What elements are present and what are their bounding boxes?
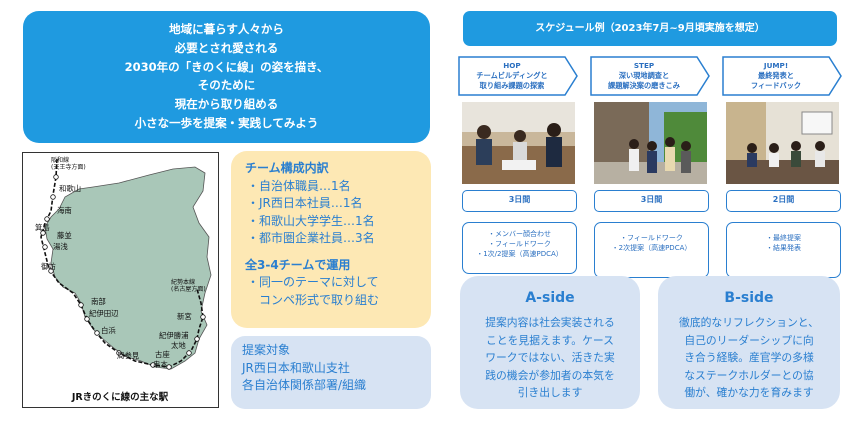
intro-line: 必要とされ愛される (174, 40, 279, 55)
phase-subtitle: チームビルディングと (476, 70, 548, 80)
intro-line: 地域に暮らす人々から (169, 22, 284, 36)
station-label: 和歌山 (59, 184, 82, 193)
a-side-panel: A-side 提案内容は社会実装される ことを見据えます。ケース ワークではない… (460, 276, 640, 409)
team-member-item: ・JR西日本社員…1名 (247, 196, 363, 210)
station-label: 新宮 (177, 312, 192, 321)
intro-line: 小さな一歩を提案・実践してみよう (134, 115, 319, 130)
proposal-target-panel: 提案対象 JR西日本和歌山支社 各自治体関係部署/組織 (231, 336, 431, 409)
jump-activities: ・最終提案 ・結果発表 (726, 222, 841, 278)
a-side-line: 践の機会が参加者の本気を (485, 368, 615, 382)
rail-line-north (196, 288, 204, 318)
map-graphic (40, 158, 212, 370)
phase-subtitle: 深い現地調査と (618, 70, 670, 80)
station-label: 紀伊勝浦 (159, 331, 189, 340)
b-side-panel: B-side 徹底的なリフレクションと、 自己のリーダーシップに向 き合う経験。… (658, 276, 840, 409)
intro-line: そのために (197, 78, 256, 93)
activity-item: ・最終提案 (766, 234, 801, 242)
station-label: 海南 (57, 206, 72, 215)
station-label: 太地 (171, 341, 186, 350)
station-label: 御坊 (41, 262, 56, 271)
a-side-line: 提案内容は社会実装される (485, 316, 615, 329)
station-label: 阪和線 (天王寺方面) (51, 157, 86, 171)
hop-duration: 3日間 (462, 190, 577, 212)
target-line: JR西日本和歌山支社 (242, 360, 350, 375)
phase-jump-arrow: JUMP! 最終発表と フィードバック (722, 56, 843, 96)
station-label: 周参見 (117, 351, 140, 360)
schedule-title: スケジュール例（2023年7月~9月頃実施を想定） (463, 11, 837, 46)
map-caption: JRきのくに線の主な駅 (71, 392, 169, 403)
step-activities: ・フィールドワーク ・2次提案（高速PDCA） (594, 222, 709, 278)
step-photo (594, 102, 707, 184)
activity-item: ・メンバー顔合わせ (488, 230, 551, 238)
activity-item: ・結果発表 (766, 244, 801, 252)
station-label: 箕島 (35, 223, 50, 232)
b-side-heading: B-side (724, 290, 774, 306)
phase-subtitle: フィードバック (750, 80, 802, 90)
a-side-line: ことを見据えます。ケース (486, 333, 614, 347)
hop-photo (462, 102, 575, 184)
a-side-heading: A-side (525, 290, 575, 306)
intro-line: 2030年の「きのくに線」の姿を描き、 (124, 59, 329, 74)
b-side-line: なステークホルダーとの協 (684, 368, 814, 382)
step-duration: 3日間 (594, 190, 709, 212)
team-heading: チーム構成内訳 (245, 161, 329, 175)
station-label: 南部 (91, 297, 106, 306)
intro-line: 現在から取り組める (174, 97, 279, 112)
activity-item: ・フィールドワーク (620, 234, 683, 242)
phase-subtitle: 取り組み課題の探索 (479, 80, 545, 90)
b-side-line: き合う経験。産官学の多様 (684, 351, 814, 364)
phase-step-arrow: STEP 深い現地調査と 課題解決案の磨きこみ (590, 56, 711, 96)
b-side-line: 働が、確かな力を育みます (684, 386, 814, 399)
phase-hop-arrow: HOP チームビルディングと 取り組み課題の探索 (458, 56, 579, 96)
station-label: 串本 (153, 360, 168, 369)
activity-item: ・2次提案（高速PDCA） (611, 244, 692, 252)
station-label: 紀伊田辺 (89, 309, 119, 318)
phase-subtitle: 最終発表と (758, 70, 794, 80)
intro-panel: 地域に暮らす人々から 必要とされ愛される 2030年の「きのくに線」の姿を描き、… (23, 11, 430, 143)
team-composition-panel: チーム構成内訳 ・自治体職員…1名 ・JR西日本社員…1名 ・和歌山大学学生…1… (231, 151, 431, 328)
format-heading: 全3-4チームで運用 (245, 257, 351, 272)
jump-photo (726, 102, 839, 184)
activity-item: ・1次/2提案（高速PDCA） (476, 250, 563, 258)
station-label: 古座 (155, 350, 170, 359)
target-line: 各自治体関係部署/組織 (242, 378, 367, 392)
b-side-line: 自己のリーダーシップに向 (684, 333, 814, 347)
station-label: 藤並 (57, 231, 72, 240)
phase-title: STEP (633, 61, 655, 70)
a-side-line: ワークではない、活きた実 (485, 351, 615, 364)
team-member-item: ・和歌山大学学生…1名 (247, 213, 375, 228)
team-member-item: ・自治体職員…1名 (247, 178, 351, 193)
kinokuni-line-map: 阪和線 (天王寺方面) 和歌山 海南 箕島 藤並 湯浅 御坊 南部 紀伊田辺 白… (22, 152, 219, 408)
jump-duration: 2日間 (726, 190, 841, 212)
format-line: ・同一のテーマに対して (247, 275, 379, 289)
team-member-item: ・都市圏企業社員…3名 (247, 231, 375, 245)
station-label: 紀勢本線 (名古屋方面) (171, 279, 206, 293)
station-dots (40, 174, 206, 370)
b-side-line: 徹底的なリフレクションと、 (679, 316, 819, 329)
station-label: 白浜 (101, 326, 116, 335)
phase-title: JUMP! (763, 61, 789, 70)
activity-item: ・フィールドワーク (488, 240, 551, 248)
format-line: コンペ形式で取り組む (259, 292, 380, 307)
a-side-line: 引き出します (517, 386, 583, 399)
phase-title: HOP (503, 61, 521, 70)
hop-activities: ・メンバー顔合わせ ・フィールドワーク ・1次/2提案（高速PDCA） (462, 222, 577, 274)
target-line: 提案対象 (242, 343, 291, 357)
station-label: 湯浅 (53, 242, 68, 251)
phase-subtitle: 課題解決案の磨きこみ (608, 80, 680, 90)
